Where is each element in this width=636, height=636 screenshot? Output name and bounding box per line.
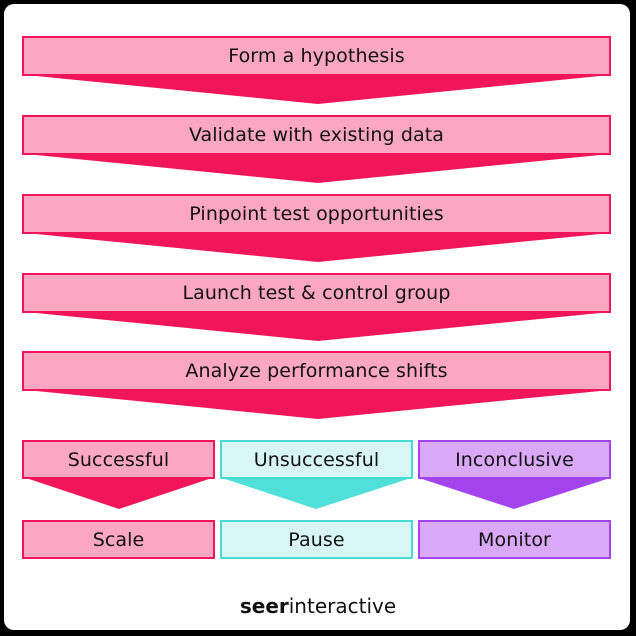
step-label: Analyze performance shifts: [185, 360, 448, 382]
outcome-arrow-inconclusive: [419, 478, 610, 509]
action-box-scale: Scale: [22, 520, 215, 559]
action-box-pause: Pause: [220, 520, 413, 559]
outcome-box-inconclusive: Inconclusive: [418, 440, 611, 479]
outcome-arrow-successful: [26, 478, 212, 509]
step-arrow-2: [26, 154, 610, 183]
step-box-2: Validate with existing data: [22, 115, 611, 155]
outcome-arrow-unsuccessful: [222, 478, 411, 509]
step-box-4: Launch test & control group: [22, 273, 611, 313]
step-arrow-1: [26, 75, 610, 104]
step-box-5: Analyze performance shifts: [22, 351, 611, 391]
step-label: Launch test & control group: [182, 282, 451, 304]
step-label: Form a hypothesis: [228, 45, 405, 67]
step-arrow-5: [26, 390, 610, 419]
step-box-3: Pinpoint test opportunities: [22, 194, 611, 234]
step-arrow-3: [26, 233, 610, 262]
outcome-label: Unsuccessful: [253, 448, 380, 471]
action-label: Scale: [92, 528, 145, 551]
action-label: Pause: [288, 528, 345, 551]
step-arrow-4: [26, 312, 610, 341]
step-label: Validate with existing data: [188, 124, 445, 146]
outcome-box-unsuccessful: Unsuccessful: [220, 440, 413, 479]
logo-brand-regular: interactive: [288, 594, 397, 618]
seer-interactive-logo: seerinteractive: [0, 594, 636, 618]
outcome-box-successful: Successful: [22, 440, 215, 479]
outcome-label: Successful: [67, 448, 170, 471]
outcome-label: Inconclusive: [455, 448, 574, 471]
action-box-monitor: Monitor: [418, 520, 611, 559]
logo-brand-bold: seer: [239, 594, 289, 618]
action-label: Monitor: [478, 528, 551, 551]
step-box-1: Form a hypothesis: [22, 36, 611, 76]
step-label: Pinpoint test opportunities: [189, 203, 444, 225]
